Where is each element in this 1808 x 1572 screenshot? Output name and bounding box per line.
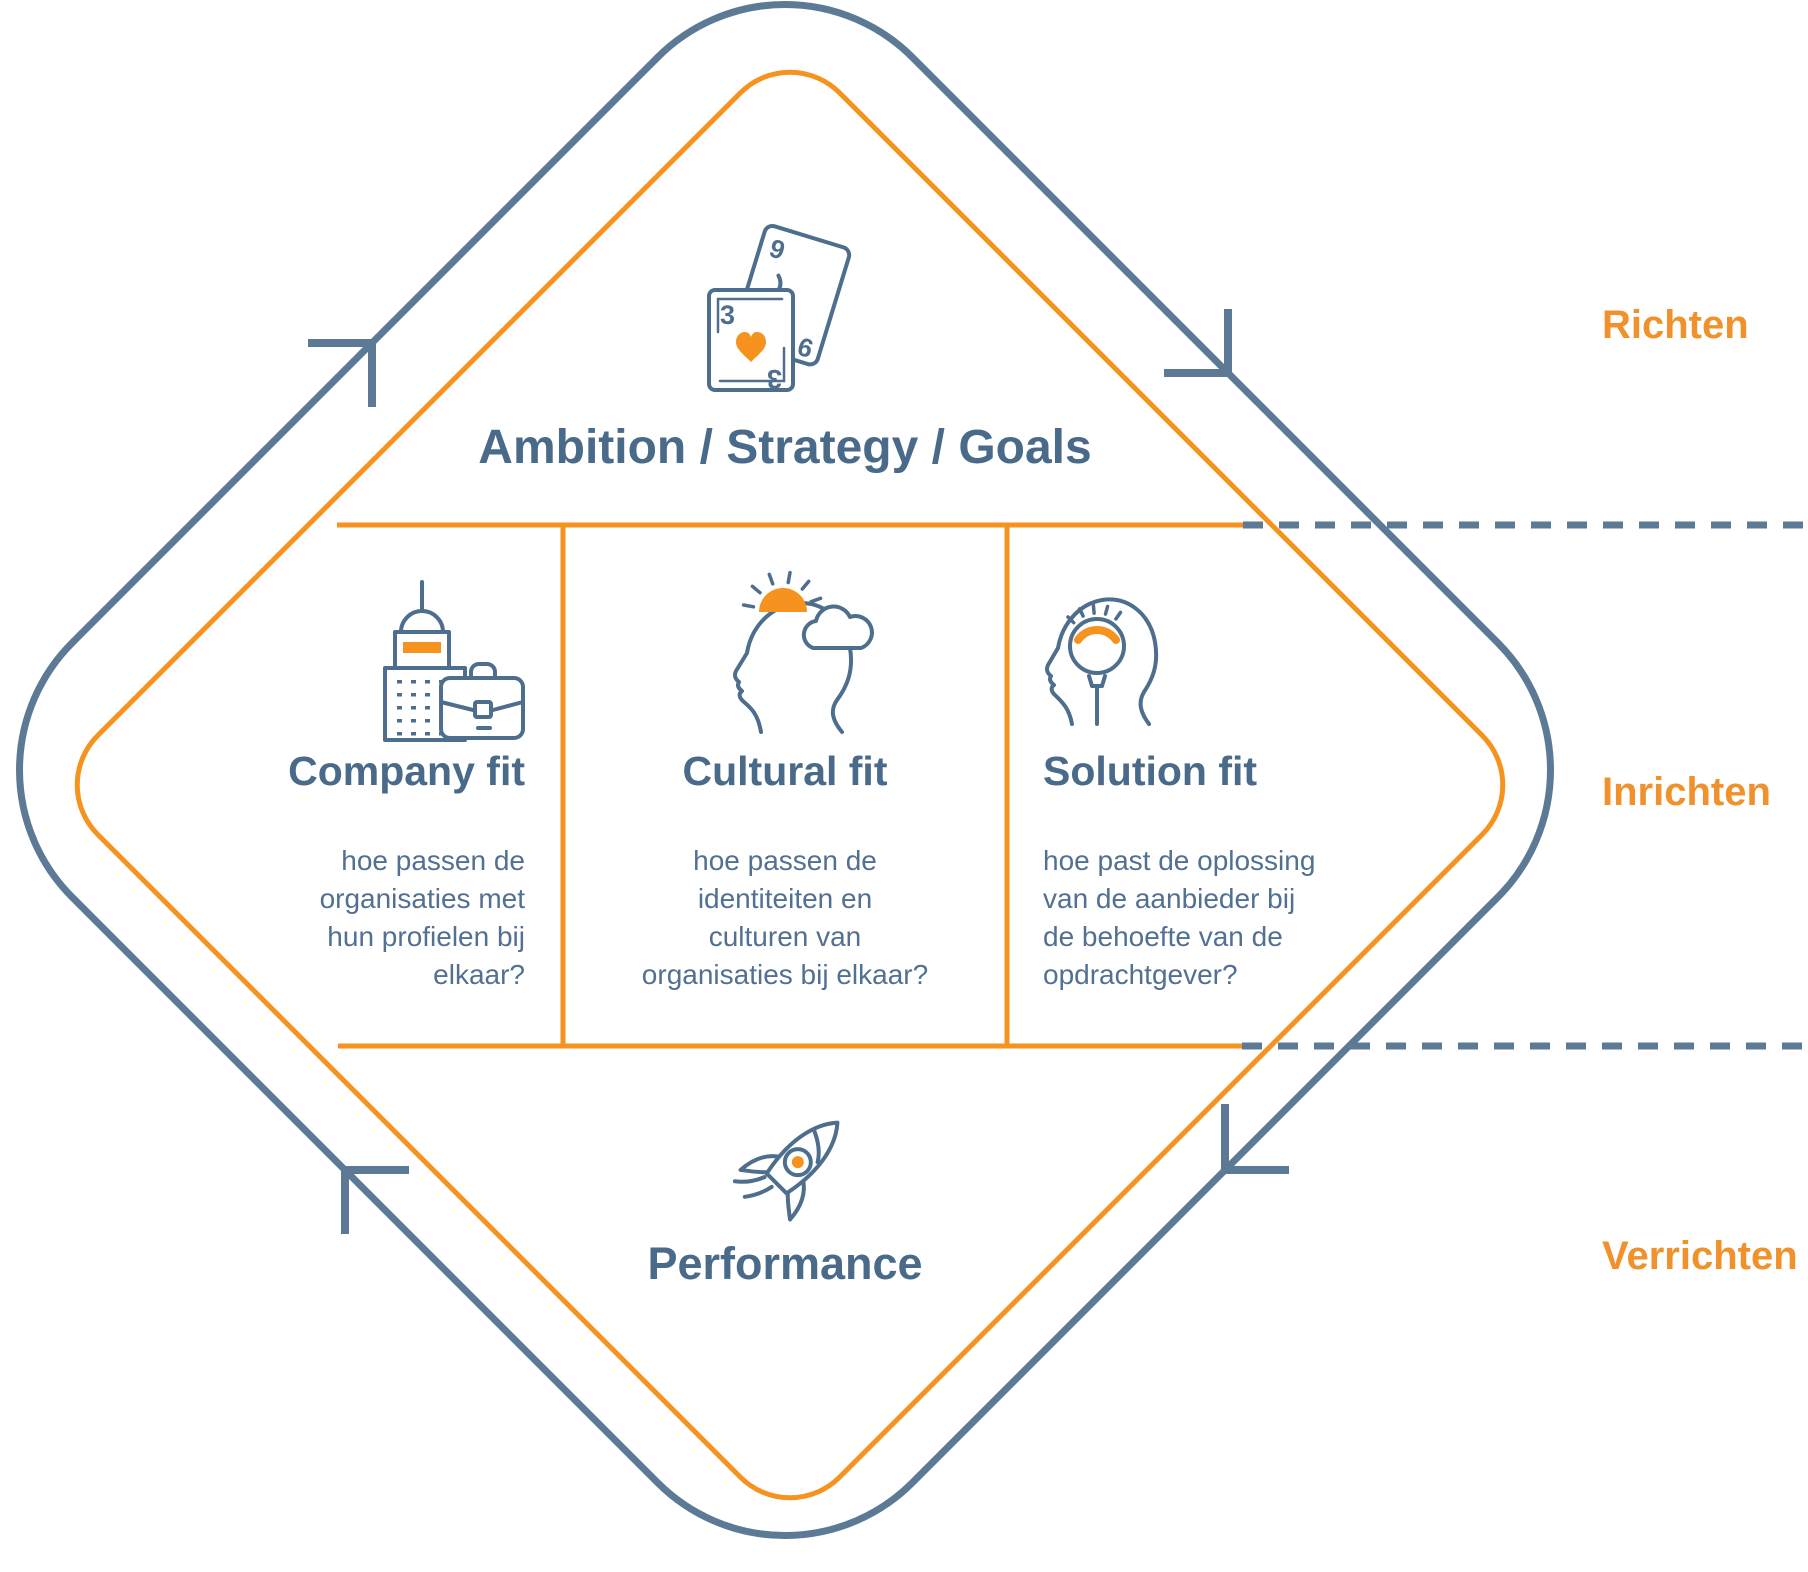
cultural-fit-title: Cultural fit: [682, 748, 888, 794]
cultural-fit-description: hoe passen de identiteiten en culturen v…: [565, 842, 1005, 994]
flow-arrow-top-left-icon: [308, 339, 376, 407]
bulb-glow-arc: [1074, 625, 1120, 644]
building-briefcase-icon: [383, 580, 525, 742]
diamond-outline: [74, 69, 1506, 1501]
solution-fit-description: hoe past de oplossing van de aanbieder b…: [1043, 842, 1403, 994]
head-lightbulb-icon: [1045, 597, 1159, 726]
description-line: elkaar?: [433, 959, 525, 990]
head-sun-cloud-icon: [733, 570, 874, 734]
description-line: de behoefte van de: [1043, 921, 1283, 952]
company-fit-title: Company fit: [288, 748, 525, 794]
heart-pip: [736, 332, 766, 362]
side-label-inrichten: Inrichten: [1602, 770, 1771, 814]
description-line: organisaties bij elkaar?: [641, 959, 929, 990]
head-profile: [733, 601, 853, 734]
side-label-richten: Richten: [1602, 303, 1749, 347]
description-line: hun profielen bij: [327, 921, 525, 952]
cloud: [801, 604, 874, 650]
head-profile: [1045, 597, 1159, 726]
briefcase: [439, 662, 525, 740]
outer-loop-outline: [16, 1, 1554, 1539]
description-line: opdrachtgever?: [1043, 959, 1238, 990]
sun: [759, 588, 807, 612]
description-line: identiteiten en: [697, 883, 873, 914]
side-label-verrichten: Verrichten: [1602, 1234, 1798, 1278]
sun-rays: [741, 570, 823, 609]
description-line: culturen van: [708, 921, 862, 952]
flow-arrow-bottom-right-icon: [1221, 1104, 1289, 1174]
solution-fit-title: Solution fit: [1043, 748, 1258, 794]
description-line: hoe passen de: [693, 845, 877, 876]
flow-arrow-bottom-left-icon: [341, 1166, 409, 1234]
ambition-strategy-goals-title: Ambition / Strategy / Goals: [478, 421, 1092, 474]
description-line: hoe passen de: [341, 845, 525, 876]
rocket-icon: [732, 1120, 840, 1222]
rocket-window: [782, 1147, 813, 1178]
description-line: van de aanbieder bij: [1043, 883, 1296, 914]
building-orange-band: [403, 642, 441, 653]
card-front: 3 3: [707, 288, 795, 394]
svg-text:3: 3: [720, 300, 735, 330]
bulb-rays: [1066, 603, 1123, 625]
svg-text:3: 3: [767, 364, 782, 394]
description-line: organisaties met: [319, 883, 525, 914]
flow-arrow-top-right-icon: [1164, 309, 1232, 377]
bulb-base: [1087, 674, 1107, 726]
description-line: hoe past de oplossing: [1043, 845, 1316, 876]
performance-title: Performance: [647, 1238, 923, 1289]
company-fit-description: hoe passen de organisaties met hun profi…: [150, 842, 525, 994]
